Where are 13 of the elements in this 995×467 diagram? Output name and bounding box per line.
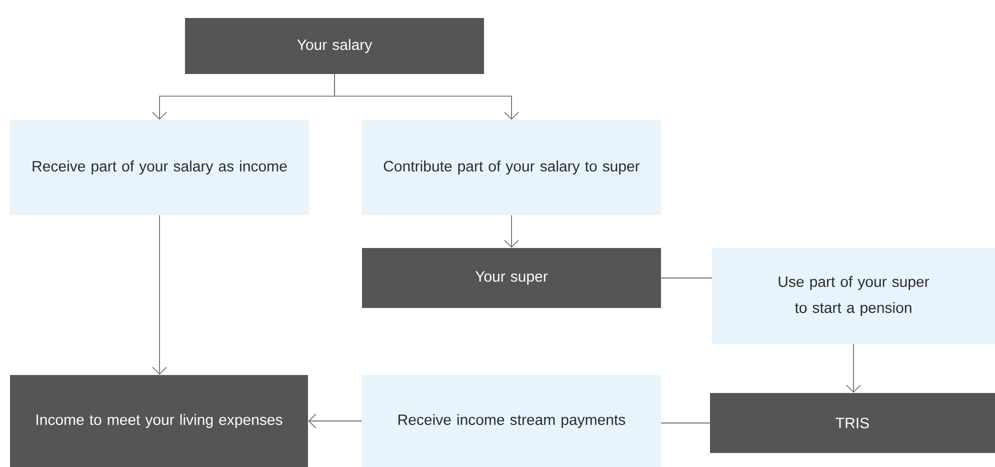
step-box: Contribute part of your salary to super bbox=[362, 120, 661, 215]
step-box: Receive income stream payments bbox=[362, 375, 661, 467]
arrow bbox=[308, 414, 362, 428]
process-box: Your super bbox=[362, 248, 661, 308]
process-box: Income to meet your living expenses bbox=[10, 375, 308, 467]
arrow bbox=[846, 344, 861, 393]
process-box: Your salary bbox=[185, 18, 484, 74]
arrow bbox=[334, 74, 519, 120]
arrow bbox=[504, 214, 519, 248]
step-box: Receive part of your salary as income bbox=[10, 120, 309, 215]
step-box: Use part of your super to start a pension bbox=[712, 248, 995, 344]
arrow bbox=[152, 214, 167, 375]
process-box: TRIS bbox=[710, 393, 995, 453]
